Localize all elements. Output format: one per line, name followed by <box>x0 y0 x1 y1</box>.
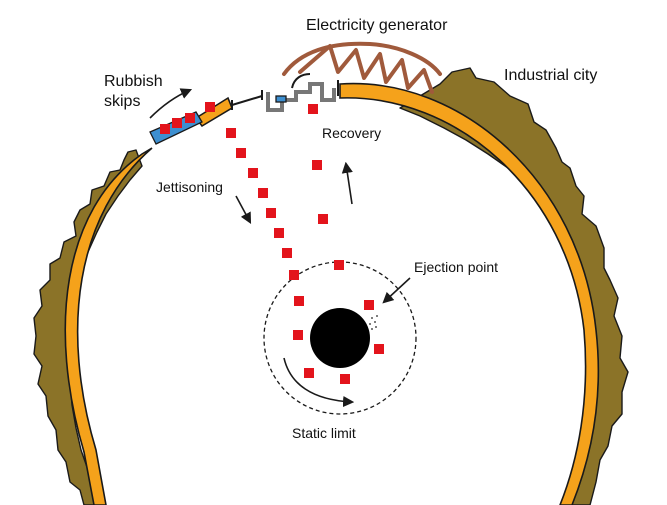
ejection-spray <box>369 315 378 330</box>
debris-square-icon <box>293 330 303 340</box>
label-jettisoning: Jettisoning <box>156 179 223 195</box>
orbit-arrow <box>283 357 355 408</box>
debris-square-icon <box>205 102 215 112</box>
ejection-arrow <box>382 277 411 304</box>
debris-square-icon <box>236 148 246 158</box>
label-ejection-point: Ejection point <box>414 259 498 275</box>
station-ring-right <box>339 82 600 505</box>
debris-square-icon <box>282 248 292 258</box>
debris-square-icon <box>374 344 384 354</box>
label-recovery: Recovery <box>322 125 381 141</box>
generator-feed-arrow <box>291 73 311 89</box>
generator-arc <box>282 41 442 76</box>
debris-square-icon <box>160 124 170 134</box>
debris-square-icon <box>318 214 328 224</box>
black-hole-icon <box>310 308 370 368</box>
generator-coil <box>298 44 434 94</box>
mechanism-blue-part <box>275 95 287 103</box>
gate-left <box>231 90 263 110</box>
industrial-city-right <box>399 67 629 505</box>
debris-square-icon <box>185 113 195 123</box>
debris-square-icon <box>312 160 322 170</box>
debris-squares <box>160 102 384 384</box>
debris-square-icon <box>294 296 304 306</box>
debris-square-icon <box>172 118 182 128</box>
label-electricity-generator: Electricity generator <box>306 17 448 34</box>
label-rubbish-line2: skips <box>104 93 140 110</box>
skip-track-arrow <box>149 88 193 119</box>
debris-square-icon <box>266 208 276 218</box>
debris-square-icon <box>334 260 344 270</box>
debris-square-icon <box>304 368 314 378</box>
debris-square-icon <box>248 168 258 178</box>
station-ring-left <box>64 147 153 505</box>
debris-square-icon <box>364 300 374 310</box>
recovery-arrow <box>341 161 353 205</box>
debris-square-icon <box>274 228 284 238</box>
mechanism-icon <box>266 82 336 112</box>
label-industrial-city: Industrial city <box>504 67 597 84</box>
debris-square-icon <box>340 374 350 384</box>
debris-square-icon <box>308 104 318 114</box>
debris-square-icon <box>258 188 268 198</box>
label-static-limit: Static limit <box>292 425 356 441</box>
debris-square-icon <box>289 270 299 280</box>
debris-square-icon <box>226 128 236 138</box>
label-rubbish-line1: Rubbish <box>104 73 163 90</box>
jettisoning-arrow <box>235 195 252 224</box>
